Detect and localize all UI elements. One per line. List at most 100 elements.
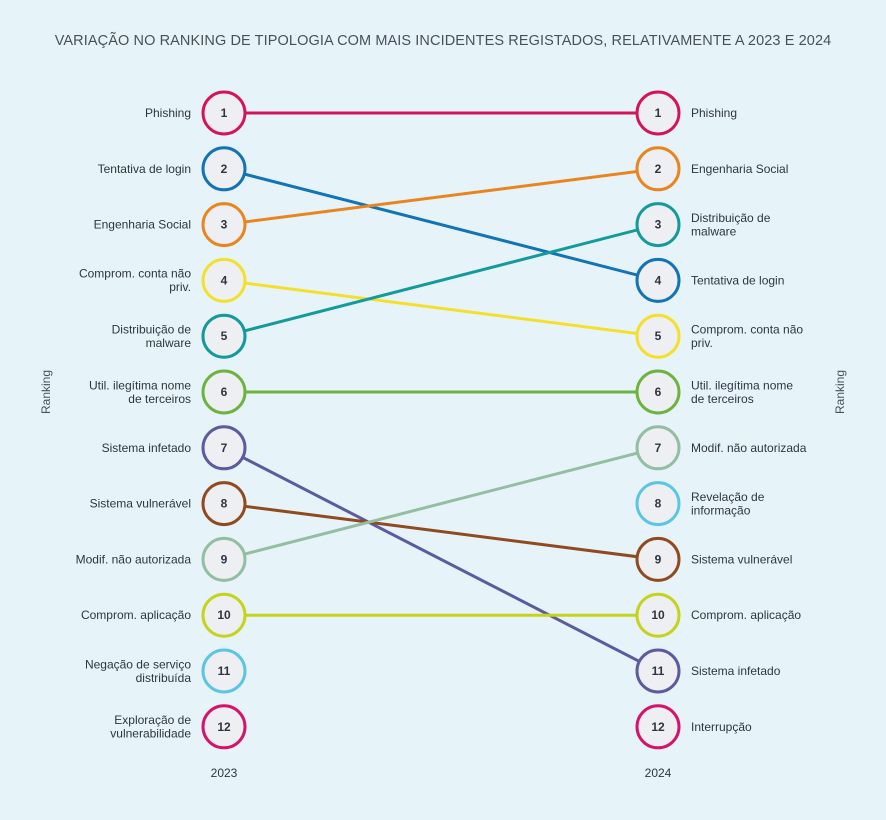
right-label-2: Engenharia Social (691, 162, 788, 176)
left-label-line: Sistema vulnerável (90, 497, 191, 511)
right-rank-number-8: 8 (655, 497, 662, 511)
left-label-10: Comprom. aplicação (81, 608, 191, 622)
left-label-line: distribuída (136, 671, 192, 685)
left-node-4 (201, 257, 247, 303)
right-rank-number-10: 10 (651, 608, 665, 622)
right-label-line: Sistema infetado (691, 664, 781, 678)
left-label-line: Phishing (145, 106, 191, 120)
right-label-line: Sistema vulnerável (691, 552, 792, 566)
link-7-to-11 (222, 446, 660, 673)
right-label-7: Modif. não autorizada (691, 441, 807, 455)
right-label-4: Tentativa de login (691, 273, 784, 287)
left-label-7: Sistema infetado (102, 441, 192, 455)
right-label-line: Tentativa de login (691, 273, 784, 287)
right-node-3 (635, 202, 681, 248)
right-label-11: Sistema infetado (691, 664, 781, 678)
right-node-7 (635, 425, 681, 471)
left-rank-number-1: 1 (221, 106, 228, 120)
right-label-line: de terceiros (691, 392, 754, 406)
right-node-10 (635, 592, 681, 638)
left-label-9: Modif. não autorizada (76, 552, 192, 566)
left-node-2 (201, 146, 247, 192)
y-axis-label-left: Ranking (39, 370, 53, 414)
left-node-1 (201, 90, 247, 136)
left-label-line: priv. (169, 280, 191, 294)
link-8-to-9 (222, 502, 660, 561)
left-label-line: malware (146, 336, 192, 350)
right-node-11 (635, 648, 681, 694)
left-label-line: Exploração de (114, 713, 191, 727)
left-rank-number-9: 9 (221, 552, 228, 566)
right-label-line: Comprom. aplicação (691, 608, 801, 622)
right-label-line: priv. (691, 336, 713, 350)
left-label-line: Comprom. conta não (79, 267, 191, 281)
left-label-line: Negação de serviço (85, 657, 191, 671)
right-node-8 (635, 481, 681, 527)
right-rank-number-11: 11 (652, 664, 665, 678)
left-node-11 (201, 648, 247, 694)
link-5-to-3 (222, 223, 660, 338)
left-rank-number-5: 5 (221, 329, 228, 343)
left-label-line: Tentativa de login (98, 162, 191, 176)
right-label-line: Engenharia Social (691, 162, 788, 176)
chart-title: VARIAÇÃO NO RANKING DE TIPOLOGIA COM MAI… (55, 32, 832, 49)
right-label-line: Phishing (691, 106, 737, 120)
right-label-line: informação (691, 503, 751, 517)
right-rank-number-3: 3 (655, 218, 662, 232)
right-label-line: Distribuição de (691, 211, 771, 225)
right-label-1: Phishing (691, 106, 737, 120)
left-rank-number-11: 11 (218, 664, 231, 678)
left-label-line: de terceiros (128, 392, 191, 406)
right-node-2 (635, 146, 681, 192)
left-label-8: Sistema vulnerável (90, 497, 191, 511)
left-label-line: Distribuição de (112, 322, 192, 336)
left-label-2: Tentativa de login (98, 162, 191, 176)
left-node-8 (201, 481, 247, 527)
right-label-line: Modif. não autorizada (691, 441, 807, 455)
left-node-7 (201, 425, 247, 471)
right-rank-number-6: 6 (655, 385, 662, 399)
link-4-to-5 (222, 278, 660, 338)
left-label-line: Util. ilegítima nome (89, 378, 191, 392)
left-node-12 (201, 704, 247, 750)
right-node-12 (635, 704, 681, 750)
left-label-3: Engenharia Social (94, 218, 191, 232)
left-label-line: Engenharia Social (94, 218, 191, 232)
rank-links (222, 111, 660, 673)
right-label-line: malware (691, 224, 737, 238)
link-2-to-4 (222, 167, 660, 282)
link-9-to-7 (222, 446, 660, 561)
left-node-6 (201, 369, 247, 415)
left-rank-number-3: 3 (221, 218, 228, 232)
link-3-to-2 (222, 167, 660, 227)
left-node-5 (201, 313, 247, 359)
right-rank-number-2: 2 (655, 162, 662, 176)
right-node-6 (635, 369, 681, 415)
left-label-1: Phishing (145, 106, 191, 120)
left-rank-number-8: 8 (221, 497, 228, 511)
left-label-line: Comprom. aplicação (81, 608, 191, 622)
right-node-5 (635, 313, 681, 359)
left-label-line: Modif. não autorizada (76, 552, 192, 566)
right-label-9: Sistema vulnerável (691, 552, 792, 566)
left-rank-number-7: 7 (221, 441, 228, 455)
year-label-2023: 2023 (211, 766, 238, 780)
right-rank-number-1: 1 (655, 106, 662, 120)
left-rank-number-4: 4 (221, 273, 228, 287)
year-label-2024: 2024 (645, 766, 672, 780)
right-label-line: Revelação de (691, 490, 765, 504)
right-label-10: Comprom. aplicação (691, 608, 801, 622)
left-rank-number-2: 2 (221, 162, 228, 176)
right-rank-number-12: 12 (651, 720, 665, 734)
